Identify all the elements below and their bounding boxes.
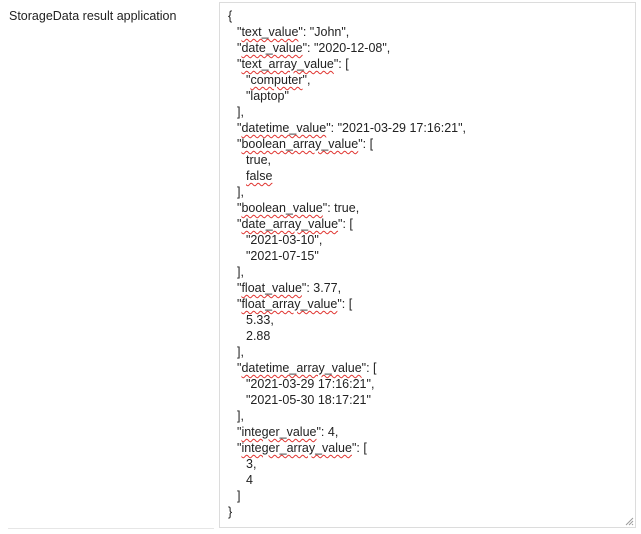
json-line: "integer_value": 4, — [228, 424, 466, 440]
json-text: " — [237, 281, 242, 295]
json-key-misspelled: text_array_value — [241, 57, 334, 71]
json-text: " — [237, 201, 242, 215]
json-text: 5.33, — [246, 313, 274, 327]
json-line: "date_array_value": [ — [228, 216, 466, 232]
json-text: ": true, — [322, 201, 360, 215]
json-text: ": [ — [333, 57, 349, 71]
json-line: "laptop" — [228, 88, 466, 104]
json-line: "date_value": "2020-12-08", — [228, 40, 466, 56]
json-text: true, — [246, 153, 272, 167]
json-key-misspelled: boolean_value — [241, 201, 323, 215]
json-line: ], — [228, 184, 466, 200]
json-line: "float_value": 3.77, — [228, 280, 466, 296]
json-text: "laptop" — [246, 89, 289, 103]
json-line: true, — [228, 152, 466, 168]
json-text: ], — [237, 409, 244, 423]
json-text: ": "2021-03-29 17:16:21", — [326, 121, 467, 135]
json-text: ], — [237, 105, 244, 119]
json-line: 3, — [228, 456, 466, 472]
json-key-misspelled: datetime_array_value — [241, 361, 362, 375]
json-key-misspelled: boolean_array_value — [241, 137, 359, 151]
json-key-misspelled: date_value — [241, 41, 303, 55]
json-text: ", — [302, 73, 311, 87]
json-text: ": [ — [358, 137, 374, 151]
json-line: ], — [228, 104, 466, 120]
json-text: " — [237, 425, 242, 439]
json-line: "datetime_array_value": [ — [228, 360, 466, 376]
json-key-misspelled: float_array_value — [241, 297, 338, 311]
field-label: StorageData result application — [9, 9, 177, 23]
json-line: "integer_array_value": [ — [228, 440, 466, 456]
json-line: ], — [228, 408, 466, 424]
json-text: ], — [237, 345, 244, 359]
json-text: " — [237, 361, 242, 375]
json-key-misspelled: date_array_value — [241, 217, 339, 231]
json-line: ] — [228, 488, 466, 504]
json-line: "text_value": "John", — [228, 24, 466, 40]
json-text: ": 4, — [316, 425, 339, 439]
json-key-misspelled: text_value — [241, 25, 299, 39]
json-line: "boolean_value": true, — [228, 200, 466, 216]
json-text: ": [ — [338, 217, 353, 231]
json-line: "datetime_value": "2021-03-29 17:16:21", — [228, 120, 466, 136]
json-text: ": [ — [361, 361, 377, 375]
json-line: ], — [228, 344, 466, 360]
json-line: { — [228, 8, 466, 24]
json-line: "float_array_value": [ — [228, 296, 466, 312]
json-text: " — [237, 441, 242, 455]
json-text: " — [237, 121, 242, 135]
result-json-content: {"text_value": "John","date_value": "202… — [228, 8, 466, 520]
json-text: " — [237, 297, 242, 311]
json-text: 4 — [246, 473, 253, 487]
json-key-misspelled: integer_array_value — [241, 441, 352, 455]
json-text: "2021-03-10", — [246, 233, 323, 247]
json-text: ": [ — [351, 441, 367, 455]
json-line: "2021-03-29 17:16:21", — [228, 376, 466, 392]
json-line: 5.33, — [228, 312, 466, 328]
json-text: " — [237, 57, 242, 71]
json-text: } — [228, 505, 233, 519]
json-text: "2021-07-15" — [246, 249, 319, 263]
json-key-misspelled: integer_value — [241, 425, 317, 439]
json-text: ], — [237, 185, 244, 199]
json-key-misspelled: computer — [250, 73, 303, 87]
json-text: ": 3.77, — [301, 281, 342, 295]
json-line: "2021-03-10", — [228, 232, 466, 248]
json-text: 3, — [246, 457, 257, 471]
json-text: " — [237, 25, 242, 39]
json-text: " — [237, 217, 242, 231]
json-key-misspelled: datetime_value — [241, 121, 327, 135]
row-divider — [8, 528, 214, 529]
json-text: "2021-05-30 18:17:21" — [246, 393, 371, 407]
json-text: " — [237, 137, 242, 151]
json-line: "boolean_array_value": [ — [228, 136, 466, 152]
json-line: "2021-07-15" — [228, 248, 466, 264]
json-line: } — [228, 504, 466, 520]
json-line: 2.88 — [228, 328, 466, 344]
json-text: 2.88 — [246, 329, 271, 343]
json-text: " — [246, 73, 251, 87]
json-line: false — [228, 168, 466, 184]
json-line: "2021-05-30 18:17:21" — [228, 392, 466, 408]
json-line: 4 — [228, 472, 466, 488]
json-key-misspelled: float_value — [241, 281, 302, 295]
json-line: "computer", — [228, 72, 466, 88]
json-text: ": [ — [337, 297, 353, 311]
json-line: ], — [228, 264, 466, 280]
resize-grip-icon[interactable] — [624, 516, 634, 526]
json-text: ], — [237, 265, 244, 279]
json-text: { — [228, 9, 233, 23]
json-key-misspelled: false — [246, 169, 273, 183]
json-text: "2021-03-29 17:16:21", — [246, 377, 375, 391]
json-text: ": "2020-12-08", — [302, 41, 391, 55]
json-line: "text_array_value": [ — [228, 56, 466, 72]
json-text: ": "John", — [298, 25, 350, 39]
result-json-textarea[interactable]: {"text_value": "John","date_value": "202… — [219, 2, 636, 528]
json-text: " — [237, 41, 242, 55]
json-text: ] — [237, 489, 241, 503]
